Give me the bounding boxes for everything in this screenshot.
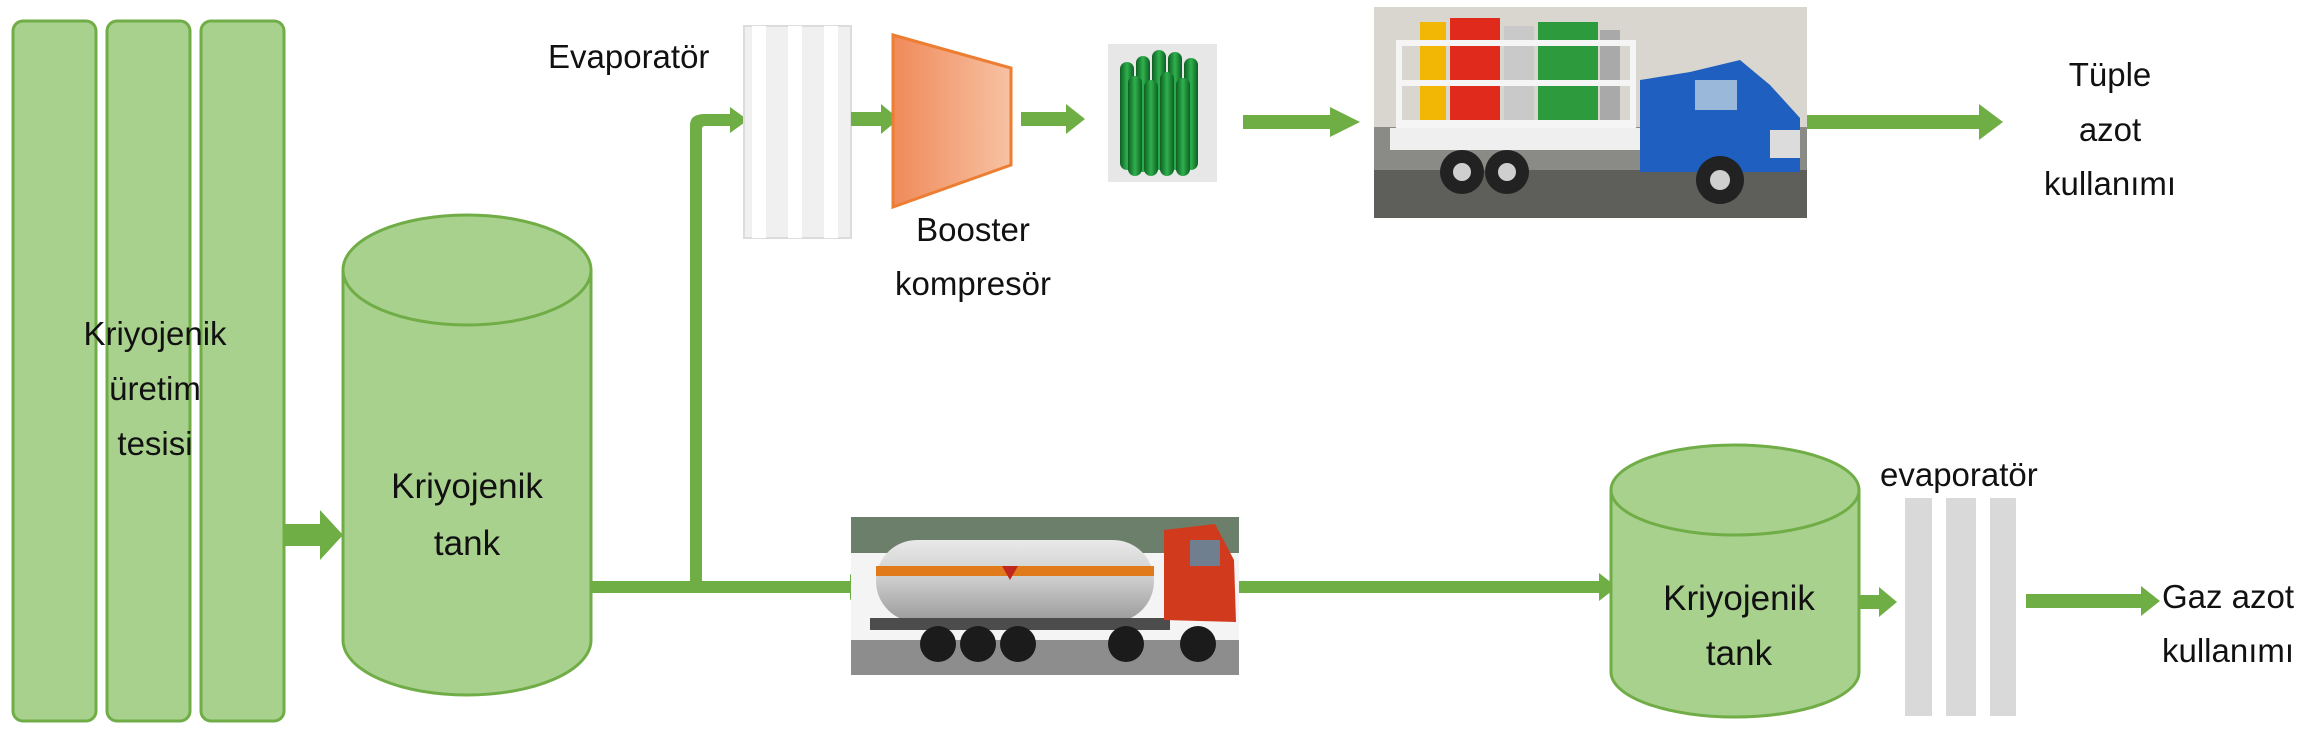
plant-column-1	[11, 19, 98, 723]
plant-label-line3: tesisi	[117, 425, 192, 462]
cylinder-use-line3: kullanımı	[2044, 165, 2176, 202]
plant-label-line2: üretim	[109, 370, 201, 407]
tank1-label-line2: tank	[434, 524, 501, 563]
tank2-label-line2: tank	[1706, 634, 1773, 673]
plant-column-3	[199, 19, 286, 723]
arrow-truck-to-cylinder-use	[1807, 104, 2003, 140]
cylinder-nitrogen-use: Tüple azot kullanımı	[2044, 56, 2176, 202]
green-cylinders	[1120, 50, 1198, 176]
booster-compressor: Booster kompresör	[891, 33, 1051, 302]
evaporator-bottom: evaporatör	[1880, 456, 2038, 716]
tanker-truck	[851, 517, 1239, 675]
cryogenic-tank-1: Kriyojenik tank	[341, 213, 593, 697]
cryogenic-tank-2: Kriyojenik tank	[1609, 443, 1861, 719]
evaporator-top: Evaporatör	[548, 25, 852, 239]
tank2-label-line1: Kriyojenik	[1663, 579, 1815, 618]
plant-label-line1: Kriyojenik	[83, 315, 227, 352]
arrow-tanker-to-tank2	[1239, 573, 1617, 601]
evaporator-top-label: Evaporatör	[548, 38, 709, 75]
cylinder-use-line2: azot	[2079, 111, 2141, 148]
arrow-evaporator-to-booster	[851, 104, 899, 134]
booster-label-line1: Booster	[916, 211, 1030, 248]
gas-use-line1: Gaz azot	[2162, 578, 2294, 615]
arrow-evaporator-to-gas-use	[2026, 586, 2160, 616]
arrow-booster-to-cylinders	[1021, 104, 1085, 134]
gas-use-line2: kullanımı	[2162, 632, 2294, 669]
arrow-cylinders-to-truck	[1243, 107, 1360, 137]
cylinder-truck	[1374, 7, 1807, 218]
tank1-label-line1: Kriyojenik	[391, 467, 543, 506]
arrow-tank2-to-evaporator	[1859, 587, 1897, 617]
plant-column-2	[105, 19, 192, 723]
cylinder-bundle	[1108, 44, 1217, 182]
cylinder-use-line1: Tüple	[2069, 56, 2152, 93]
evaporator-bottom-label: evaporatör	[1880, 456, 2038, 493]
gas-nitrogen-use: Gaz azot kullanımı	[2162, 578, 2294, 669]
booster-label-line2: kompresör	[895, 265, 1051, 302]
production-plant: Kriyojenik üretim tesisi	[11, 19, 286, 723]
arrow-plant-to-tank	[284, 510, 343, 560]
